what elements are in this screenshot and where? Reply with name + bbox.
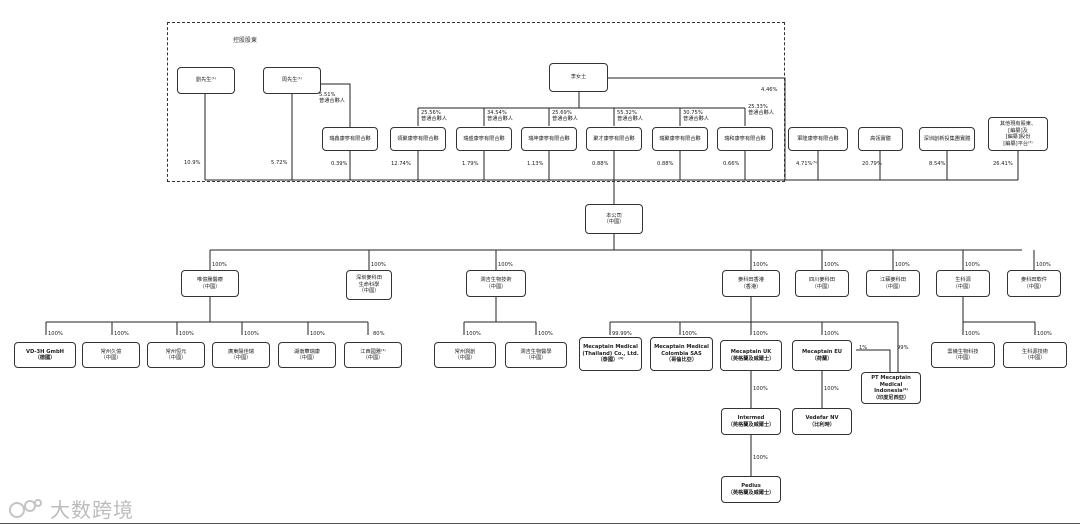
pct-g2: 100%	[114, 331, 129, 337]
pct-zhou: 5.72%	[271, 160, 288, 166]
pct-p3: 1.79%	[462, 161, 479, 167]
pct-eu-indonesia: 1%	[859, 345, 868, 351]
pct-h1: 99.99%	[612, 331, 632, 337]
subsidiary-jiangsu: 江蘇麥科田 （中國）	[866, 270, 920, 297]
partnership-3: 瑞盛康寧有限合夥	[456, 127, 512, 151]
pct-c5: 100%	[824, 262, 839, 268]
subsidiary-runji-biomedical: 潤吉生物醫學 （中國）	[505, 342, 567, 368]
shareholder-liu: 劉先生⁽¹⁾	[177, 67, 235, 94]
pct-o3: 8.54%	[929, 161, 946, 167]
pct-o2: 20.79%	[862, 161, 882, 167]
pct-gp-2: 25.56% 普通合夥人	[421, 110, 447, 123]
pct-c3: 100%	[498, 262, 513, 268]
pct-o4: 26.41%	[993, 161, 1013, 167]
shareholder-li: 李女士	[549, 63, 608, 92]
pct-p1: 0.39%	[331, 161, 348, 167]
subsidiary-runji-biotech: 潤吉生物技術 （中國）	[466, 270, 526, 297]
pct-p2: 12.74%	[391, 161, 411, 167]
pct-hk-indonesia: 99%	[897, 345, 909, 351]
pct-gp-3: 34.54% 普通合夥人	[487, 110, 513, 123]
subsidiary-jiangxi: 江西國雅⁽⁴⁾ （中國）	[344, 342, 402, 368]
subsidiary-mecaptain-eu: Mecaptain EU （荷蘭）	[792, 340, 852, 371]
subsidiary-indonesia: PT Mecaptain Medical Indonesia⁽⁴⁾ （印度尼西亞…	[861, 372, 921, 404]
other-shareholder-3: 深圳創新投集團實體	[919, 127, 975, 151]
pct-eu-vedefar: 100%	[824, 386, 839, 392]
watermark-logo-icon	[9, 498, 42, 518]
subsidiary-mecaptain-uk: Mecaptain UK （英格蘭及威爾士）	[720, 340, 782, 371]
controlling-group-label: 控股股東	[233, 37, 258, 44]
pct-h3: 100%	[753, 331, 768, 337]
subsidiary-changzhou-runchuang: 常州潤創 （中國）	[434, 342, 496, 368]
pct-c7: 100%	[965, 262, 980, 268]
watermark-text: 大数跨境	[50, 498, 134, 522]
pct-liu: 10.9%	[184, 160, 201, 166]
subsidiary-software: 麥科田軟件 （中國）	[1007, 270, 1061, 297]
pct-gp-6: 30.75% 普通合夥人	[683, 110, 709, 123]
pct-s2: 100%	[1037, 331, 1052, 337]
other-shareholder-1: 軍隆康寧有限合夥	[788, 127, 848, 151]
partnership-6: 瑞聚康寧有限合夥	[652, 127, 708, 151]
pct-gp-4: 25.69% 普通合夥人	[552, 110, 578, 123]
bottom-rule	[0, 523, 1080, 524]
pct-g4: 100%	[244, 331, 259, 337]
watermark: 大数跨境	[8, 494, 134, 523]
partnership-4: 瑞坤康寧有限合夥	[521, 127, 577, 151]
subsidiary-shengkeyuan: 生科源 （中國）	[936, 270, 990, 297]
partnership-5: 聚才康寧有限合夥	[586, 127, 642, 151]
partnership-2: 領聚康寧有限合夥	[390, 127, 446, 151]
subsidiary-hongkong: 麥科田香港 （香港）	[722, 270, 780, 297]
pct-uk-intermed: 100%	[753, 386, 768, 392]
subsidiary-hunan: 湖南華瑞康 （中國）	[278, 342, 336, 368]
pct-p5: 0.88%	[592, 161, 609, 167]
controlling-shareholders-group	[167, 22, 785, 182]
other-shareholder-4: 其他現有股東、 [編纂]及 [編纂]股份 [編纂]平台⁽²⁾	[988, 117, 1048, 151]
pct-c8: 100%	[1036, 262, 1051, 268]
pct-c1: 100%	[212, 262, 227, 268]
pct-li-direct: 4.46%	[761, 87, 778, 93]
pct-o1: 4.71%⁽⁵⁾	[796, 161, 818, 167]
partnership-1: 瑞鑫康寧有限合夥	[322, 127, 378, 151]
pct-g5: 100%	[310, 331, 325, 337]
partnership-7: 瑞和康寧有限合夥	[717, 127, 773, 151]
subsidiary-thailand: Mecaptain Medical (Thailand) Co., Ltd. （…	[579, 337, 642, 371]
subsidiary-vedefar: Vedefar NV （比利時）	[792, 408, 852, 435]
shareholder-zhou: 周先生⁽¹⁾	[263, 67, 321, 94]
subsidiary-changzhou-jiuyi: 常州久億 （中國）	[82, 342, 140, 368]
subsidiary-sichuan: 四川麥科田 （中國）	[795, 270, 849, 297]
pct-p6: 0.88%	[657, 161, 674, 167]
pct-s1: 100%	[965, 331, 980, 337]
subsidiary-pedius: Pedius （英格蘭及威爾士）	[721, 476, 781, 503]
pct-c6: 100%	[895, 262, 910, 268]
subsidiary-shengkeyuan-tech: 生科源技術 （中國）	[1003, 342, 1067, 368]
pct-g1: 100%	[48, 331, 63, 337]
pct-c4: 100%	[753, 262, 768, 268]
subsidiary-weiyiteng: 唯億騰醫療 （中國）	[181, 270, 239, 297]
pct-b1: 100%	[466, 331, 481, 337]
subsidiary-intermed: Intermed （英格蘭及威爾士）	[721, 408, 781, 435]
pct-g3: 100%	[179, 331, 194, 337]
pct-h2: 100%	[682, 331, 697, 337]
subsidiary-changzhou-hengyuan: 常州恒元 （中國）	[147, 342, 205, 368]
subsidiary-guangdong: 廣東陽佳瑞 （中國）	[212, 342, 270, 368]
pct-zhou-gp: 5.51% 普通合夥人	[319, 92, 345, 105]
subsidiary-yunji-biotech: 雲幾生物科技 （中國）	[931, 342, 995, 368]
subsidiary-shenzhen-life-science: 深圳麥科田 生命科學 （中國）	[346, 270, 392, 300]
company-box: 本公司 （中國）	[585, 204, 643, 234]
pct-c2: 100%	[371, 262, 386, 268]
pct-g6: 80%	[373, 331, 385, 337]
pct-intermed-pedius: 100%	[753, 455, 768, 461]
pct-h4: 100%	[824, 331, 839, 337]
pct-p7: 0.66%	[723, 161, 740, 167]
pct-p4: 1.13%	[527, 161, 544, 167]
pct-gp-7: 25.33% 普通合夥人	[748, 104, 774, 117]
subsidiary-vd-3h: VD-3H GmbH （德國）	[14, 342, 76, 368]
pct-gp-5: 55.32% 普通合夥人	[617, 110, 643, 123]
subsidiary-colombia: Mecaptain Medical Colombia SAS （哥倫比亞）	[650, 337, 713, 371]
other-shareholder-2: 高瓴實體	[858, 127, 903, 151]
pct-b2: 100%	[538, 331, 553, 337]
